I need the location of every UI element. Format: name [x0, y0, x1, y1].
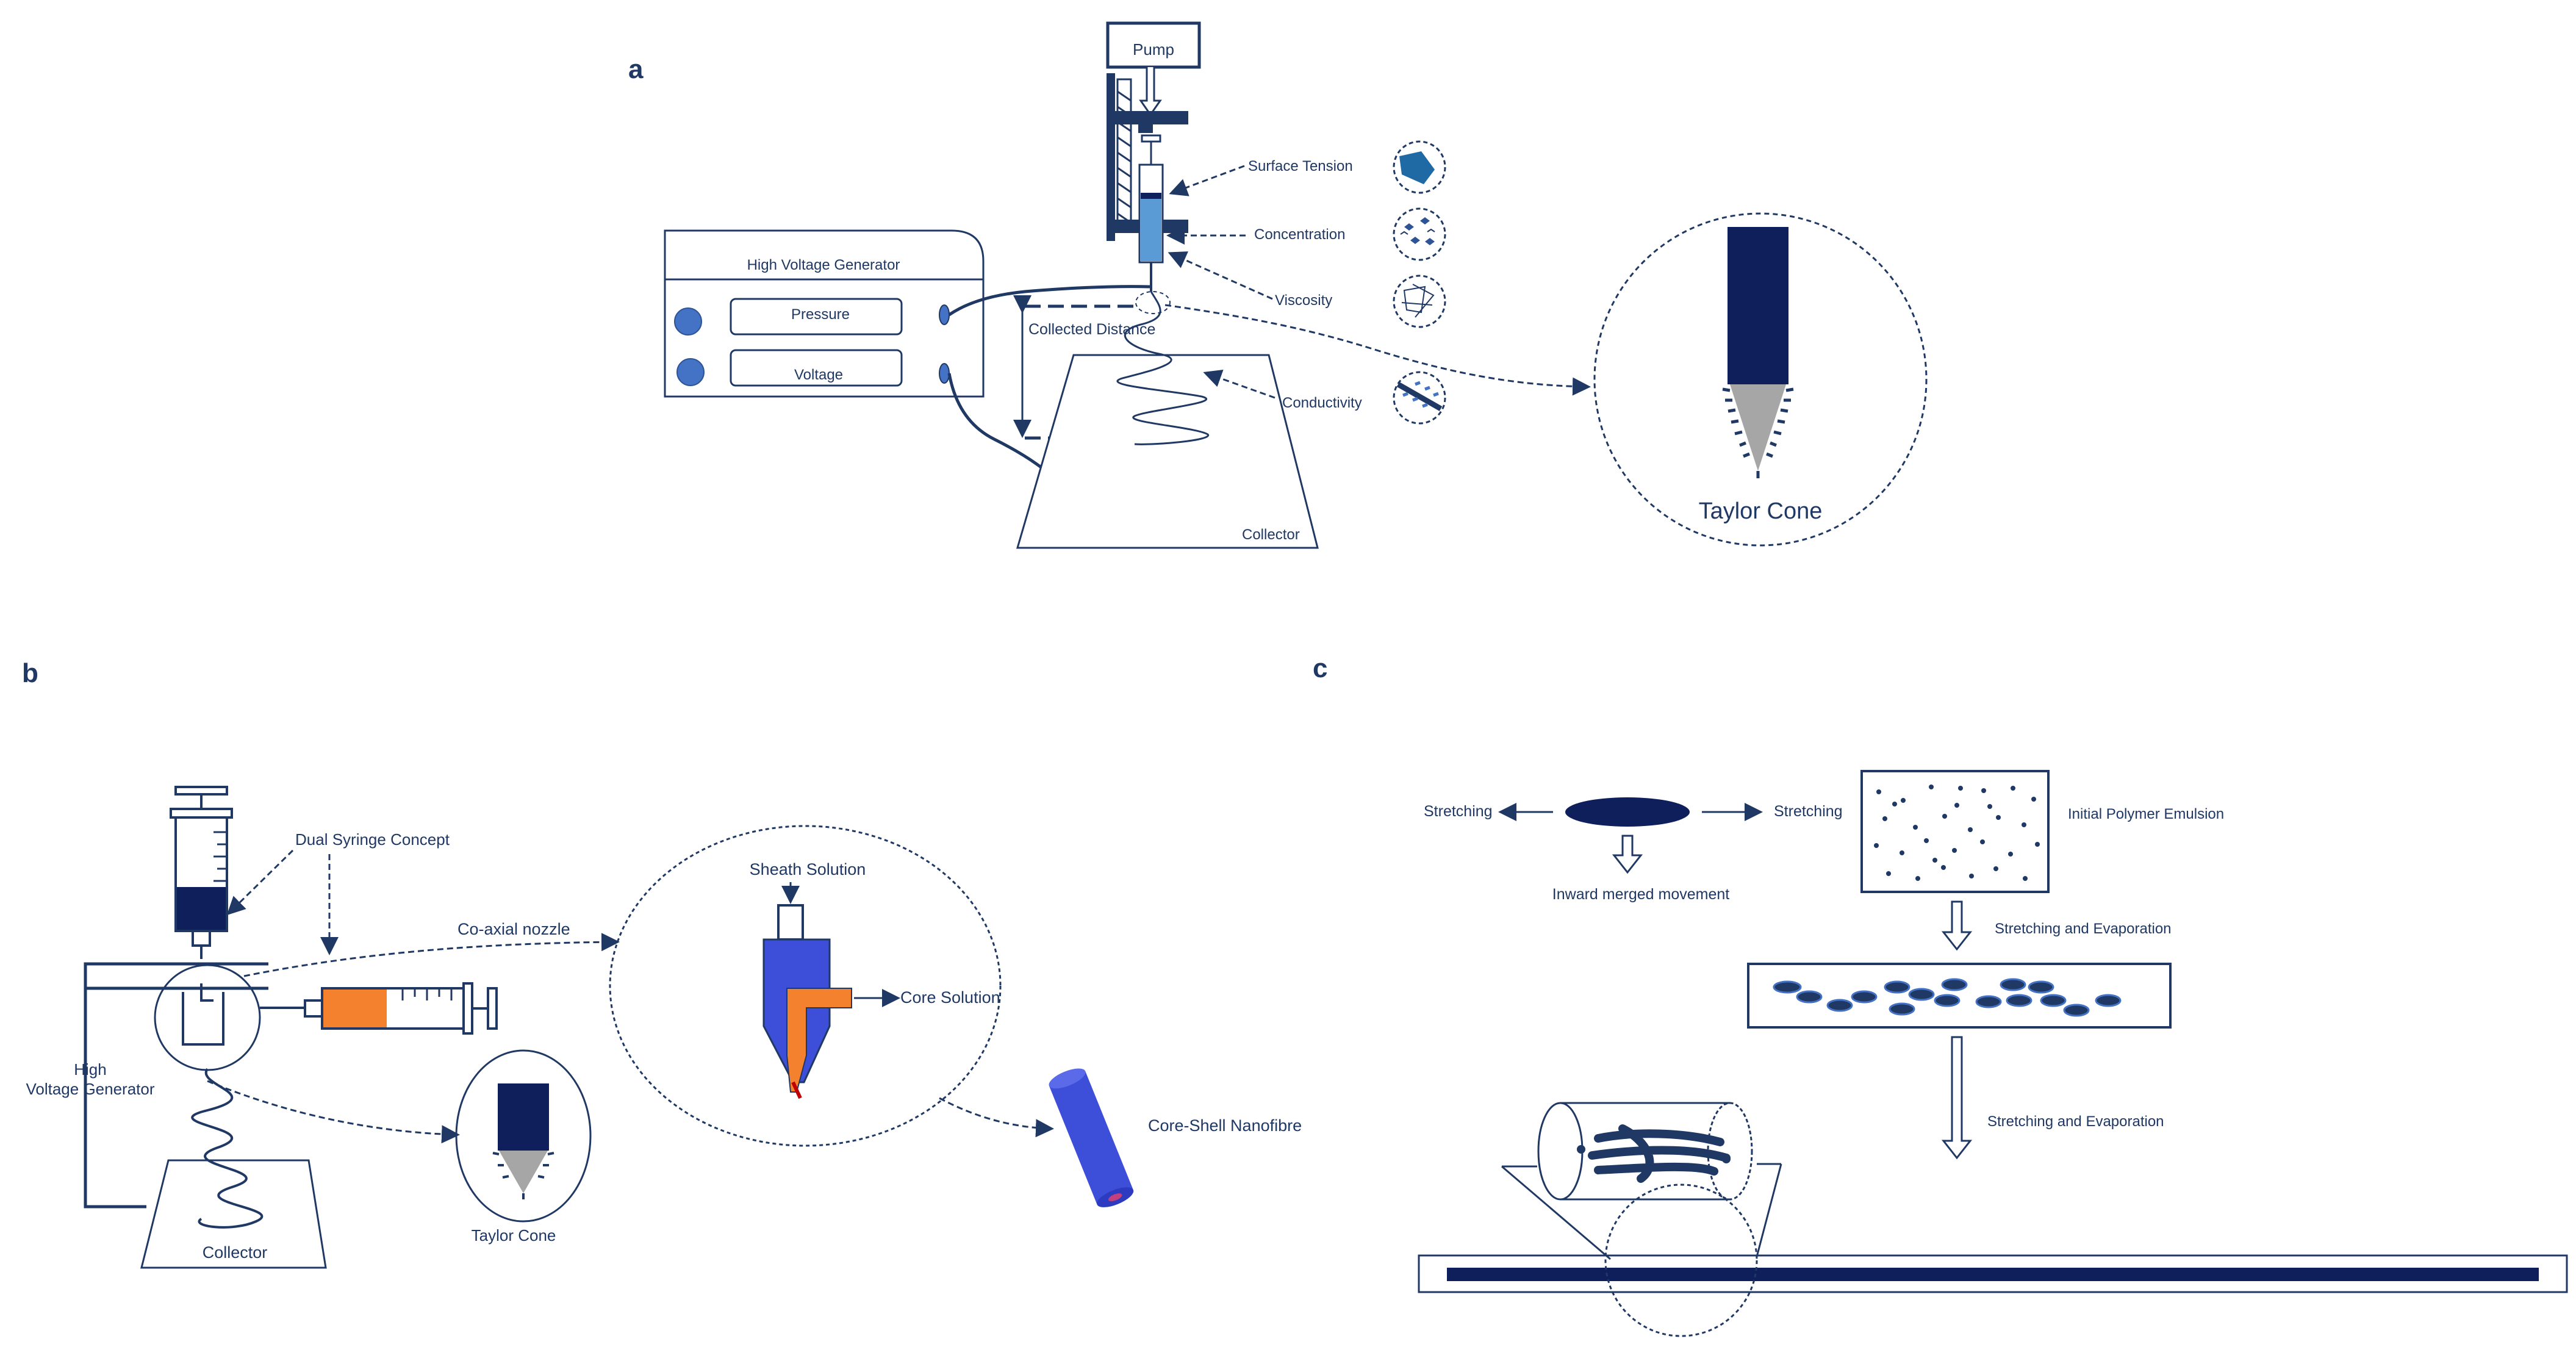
evap-arrow-2	[1941, 1036, 1973, 1160]
wire-to-needle	[948, 285, 1150, 317]
surface-tension-icon	[1393, 140, 1446, 194]
pressure-knob	[674, 307, 702, 336]
zoom-funnel	[1501, 1163, 1782, 1260]
initial-emulsion-box	[1860, 770, 2050, 893]
surface-tension-label: Surface Tension	[1248, 158, 1353, 174]
taylor-cone-arrow-b	[207, 1080, 460, 1144]
cone-spikes	[1722, 387, 1794, 478]
fibre-zoom-circle	[1604, 1184, 1758, 1337]
inward-arrow	[1612, 835, 1643, 874]
viscosity-icon	[1393, 275, 1446, 328]
collector-label-b: Collector	[203, 1243, 268, 1262]
dual-syringe-arrow-1	[226, 849, 294, 916]
elongated-droplets	[1773, 978, 2122, 1017]
hv-label-line2: Voltage Generator	[26, 1080, 154, 1098]
polymer-droplet	[1565, 797, 1690, 827]
fibre-jet	[1116, 291, 1209, 445]
stretching-left-label: Stretching	[1424, 803, 1493, 820]
pressure-terminal	[939, 304, 950, 325]
concentration-label: Concentration	[1254, 226, 1345, 243]
sheath-solution-label: Sheath Solution	[750, 860, 866, 878]
coaxial-nozzle-zoom	[609, 825, 1002, 1147]
needle-tip-circle	[1135, 291, 1171, 314]
taylor-cone-label-a: Taylor Cone	[1699, 498, 1823, 524]
collector-label: Collector	[1242, 526, 1300, 543]
coaxial-nozzle-small	[154, 964, 261, 1071]
collector-plate-b	[140, 1159, 327, 1269]
core-shell-nanofibre	[1049, 1068, 1134, 1207]
viscosity-label: Viscosity	[1275, 292, 1332, 309]
high-voltage-generator: High Voltage Generator Pressure Voltage	[664, 229, 985, 398]
pressure-field	[730, 298, 903, 336]
panel-a-letter: a	[628, 54, 644, 84]
parameter-arrows	[1164, 165, 1591, 399]
voltage-label: Voltage	[794, 367, 843, 383]
initial-emulsion-label: Initial Polymer Emulsion	[2068, 806, 2224, 822]
conductivity-label: Conductivity	[1282, 395, 1362, 411]
taylor-cone-magnified: Taylor Cone	[1593, 212, 1928, 547]
fibre-strip-core	[1447, 1268, 2539, 1281]
core-shell-arrow	[939, 1097, 1054, 1138]
concentration-icon	[1393, 207, 1446, 261]
horizontal-syringe	[260, 982, 498, 1035]
vertical-syringe	[170, 786, 233, 959]
panel-b-letter: b	[22, 658, 38, 688]
taylor-cone-shape	[1730, 384, 1786, 471]
generator-title: High Voltage Generator	[747, 257, 900, 273]
collected-distance-label: Collected Distance	[1028, 321, 1155, 338]
emulsion-dots	[1874, 785, 2040, 881]
voltage-field	[730, 349, 903, 387]
needle-body	[1727, 227, 1788, 384]
evap-arrow-1	[1941, 900, 1973, 951]
syringe	[1138, 134, 1164, 292]
wire-to-collector	[947, 373, 1046, 471]
coaxial-nozzle-body	[762, 904, 852, 1099]
hv-label-line1: High	[74, 1060, 106, 1079]
panel-a: a Pump High Voltage Generato	[628, 21, 1928, 549]
stretch-evap-label-1: Stretching and Evaporation	[1995, 921, 2172, 937]
collector-plate	[1016, 354, 1319, 549]
coaxial-nozzle-label: Co-axial nozzle	[457, 920, 570, 938]
stretching-right-label: Stretching	[1774, 803, 1843, 820]
dual-syringe-label: Dual Syringe Concept	[295, 830, 450, 849]
core-solution-label: Core Solution	[900, 988, 1000, 1007]
panel-c-letter: c	[1313, 653, 1327, 683]
coaxial-arrow	[243, 933, 620, 977]
taylor-cone-label-b: Taylor Cone	[472, 1226, 556, 1245]
voltage-terminal	[939, 363, 950, 384]
pressure-label: Pressure	[791, 306, 850, 323]
inward-merged-label: Inward merged movement	[1552, 886, 1729, 903]
hv-frame	[84, 962, 268, 1209]
voltage-knob	[676, 358, 705, 386]
core-shell-label: Core-Shell Nanofibre	[1148, 1116, 1302, 1135]
stretch-evap-label-2: Stretching and Evaporation	[1987, 1113, 2164, 1130]
taylor-cone-small	[455, 1049, 592, 1223]
pump-label: Pump	[1133, 40, 1174, 59]
pump-arrow	[1139, 67, 1162, 117]
panel-b: b Dual Syringe Concept High Voltage Gene…	[22, 658, 1302, 1269]
panel-c: c Stretching Stretching Inward merged mo…	[1313, 653, 2568, 1337]
fibre-cylinder	[1537, 1102, 1753, 1201]
fibre-spiral-b	[191, 1068, 264, 1229]
conductivity-icon	[1393, 371, 1446, 425]
